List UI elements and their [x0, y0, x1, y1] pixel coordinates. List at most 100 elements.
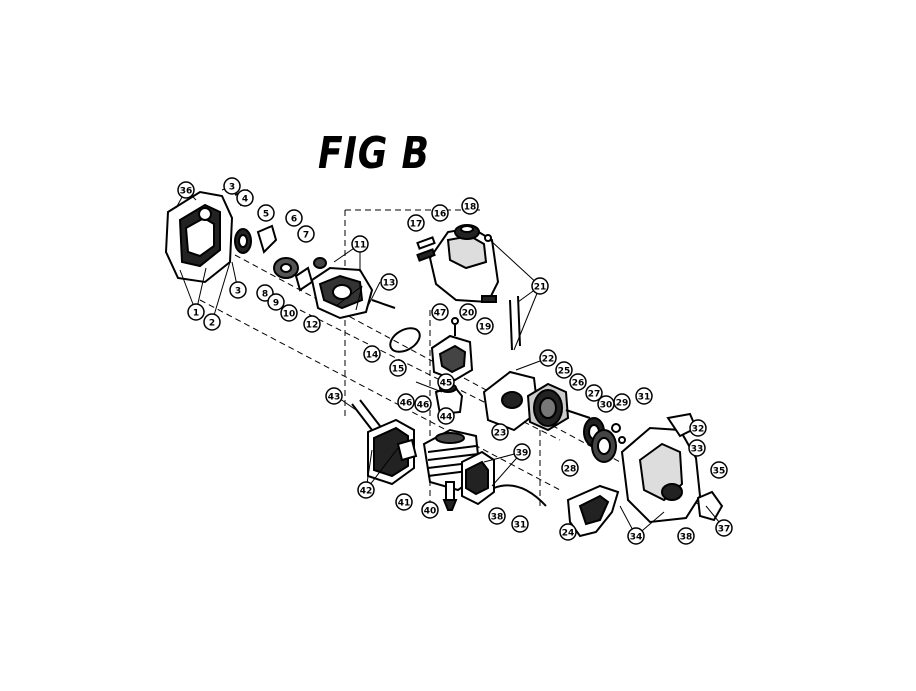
- callout-circle: [627, 527, 645, 545]
- crankcase-part: [310, 257, 396, 320]
- callout-circle: [476, 317, 494, 335]
- callout-circle: [461, 197, 479, 215]
- callout-number: 13: [383, 279, 396, 289]
- callout-circle: [257, 204, 275, 222]
- callout-number: 32: [692, 425, 705, 435]
- callout-circle: [569, 373, 587, 391]
- callout-number: 23: [494, 429, 507, 439]
- callout-number: 22: [542, 355, 555, 365]
- callout-number: 46: [400, 399, 413, 409]
- crank-components: [234, 189, 314, 292]
- callout-number: 9: [273, 299, 279, 309]
- callout-number: 20: [462, 309, 475, 319]
- callout-number: 27: [588, 390, 601, 400]
- callout-circle: [280, 304, 298, 322]
- callout-number: 3: [235, 287, 241, 297]
- callout-circle: [421, 501, 439, 519]
- clutch-part: [583, 417, 626, 463]
- callout-circle: [303, 315, 321, 333]
- callout-circle: [677, 527, 695, 545]
- callout-number: 5: [263, 210, 269, 220]
- spark-plug-part: [442, 481, 458, 511]
- callout-circle: [223, 177, 241, 195]
- callout-number: 17: [410, 220, 423, 230]
- callout-number: 47: [434, 309, 447, 319]
- callout-circle: [511, 515, 529, 533]
- callout-circle: [297, 225, 315, 243]
- handle-bracket-part: [566, 484, 620, 538]
- callout-number: 30: [600, 401, 613, 411]
- figure-title: FIG B: [318, 128, 430, 179]
- callout-number: 16: [434, 210, 447, 220]
- callout-circle: [267, 293, 285, 311]
- callout-circle: [395, 493, 413, 511]
- callout-circle: [203, 313, 221, 331]
- callout-circle: [559, 523, 577, 541]
- callout-circle: [715, 519, 733, 537]
- callout-number: 35: [713, 467, 726, 477]
- callout-circle: [285, 209, 303, 227]
- callout-circle: [710, 461, 728, 479]
- callout-number: 41: [398, 499, 411, 509]
- callout-circle: [555, 361, 573, 379]
- callout-number: 25: [558, 367, 571, 377]
- ignition-coil-part: [461, 450, 547, 507]
- callout-circle: [539, 349, 557, 367]
- callout-circle: [407, 214, 425, 232]
- callout-number: 26: [572, 379, 585, 389]
- callout-circle: [187, 303, 205, 321]
- callout-number: 31: [514, 521, 527, 531]
- callout-number: 29: [616, 399, 629, 409]
- callout-circle: [414, 395, 432, 413]
- fuel-tank-part: [416, 224, 521, 351]
- muffler-part: [351, 399, 418, 486]
- callout-circle: [431, 204, 449, 222]
- callout-circle: [597, 395, 615, 413]
- callout-number: 19: [479, 323, 492, 333]
- callout-circle: [325, 387, 343, 405]
- callout-number: 36: [180, 187, 193, 197]
- clutch-housing-part: [620, 412, 724, 524]
- callout-circle: [229, 281, 247, 299]
- callout-number: 14: [366, 351, 379, 361]
- callout-circle: [561, 459, 579, 477]
- callout-number: 6: [291, 215, 297, 225]
- callout-circle: [437, 373, 455, 391]
- callout-circle: [459, 303, 477, 321]
- callout-number: 28: [564, 465, 577, 475]
- callout-circle: [380, 273, 398, 291]
- callout-circle: [357, 481, 375, 499]
- callout-number: 39: [516, 449, 529, 459]
- callout-number: 1: [193, 309, 199, 319]
- callout-circle: [397, 393, 415, 411]
- gasket-ring-part: [389, 327, 421, 353]
- callout-number: 34: [630, 533, 643, 543]
- callout-number: 2: [209, 319, 215, 329]
- callout-number: 44: [440, 413, 453, 423]
- callout-number: 10: [283, 310, 296, 320]
- callout-circle: [491, 423, 509, 441]
- callout-circle: [389, 359, 407, 377]
- callout-number: 46: [417, 401, 430, 411]
- callout-circle: [688, 439, 706, 457]
- callout-circle: [236, 189, 254, 207]
- callout-circle: [513, 443, 531, 461]
- callout-number: 38: [491, 513, 504, 523]
- callout-number: 7: [303, 231, 309, 241]
- callout-circle: [177, 181, 195, 199]
- callout-number: 37: [718, 525, 731, 535]
- callout-circle: [585, 384, 603, 402]
- callout-number: 38: [680, 533, 693, 543]
- callout-number: 42: [360, 487, 373, 497]
- callout-number: 11: [354, 241, 367, 251]
- callout-circle: [531, 277, 549, 295]
- flywheel-part: [482, 370, 591, 432]
- carburetor-part: [430, 317, 474, 382]
- callout-number: 18: [464, 203, 477, 213]
- callout-circle: [363, 345, 381, 363]
- callout-number: 43: [328, 393, 341, 403]
- callout-number: 40: [424, 507, 437, 517]
